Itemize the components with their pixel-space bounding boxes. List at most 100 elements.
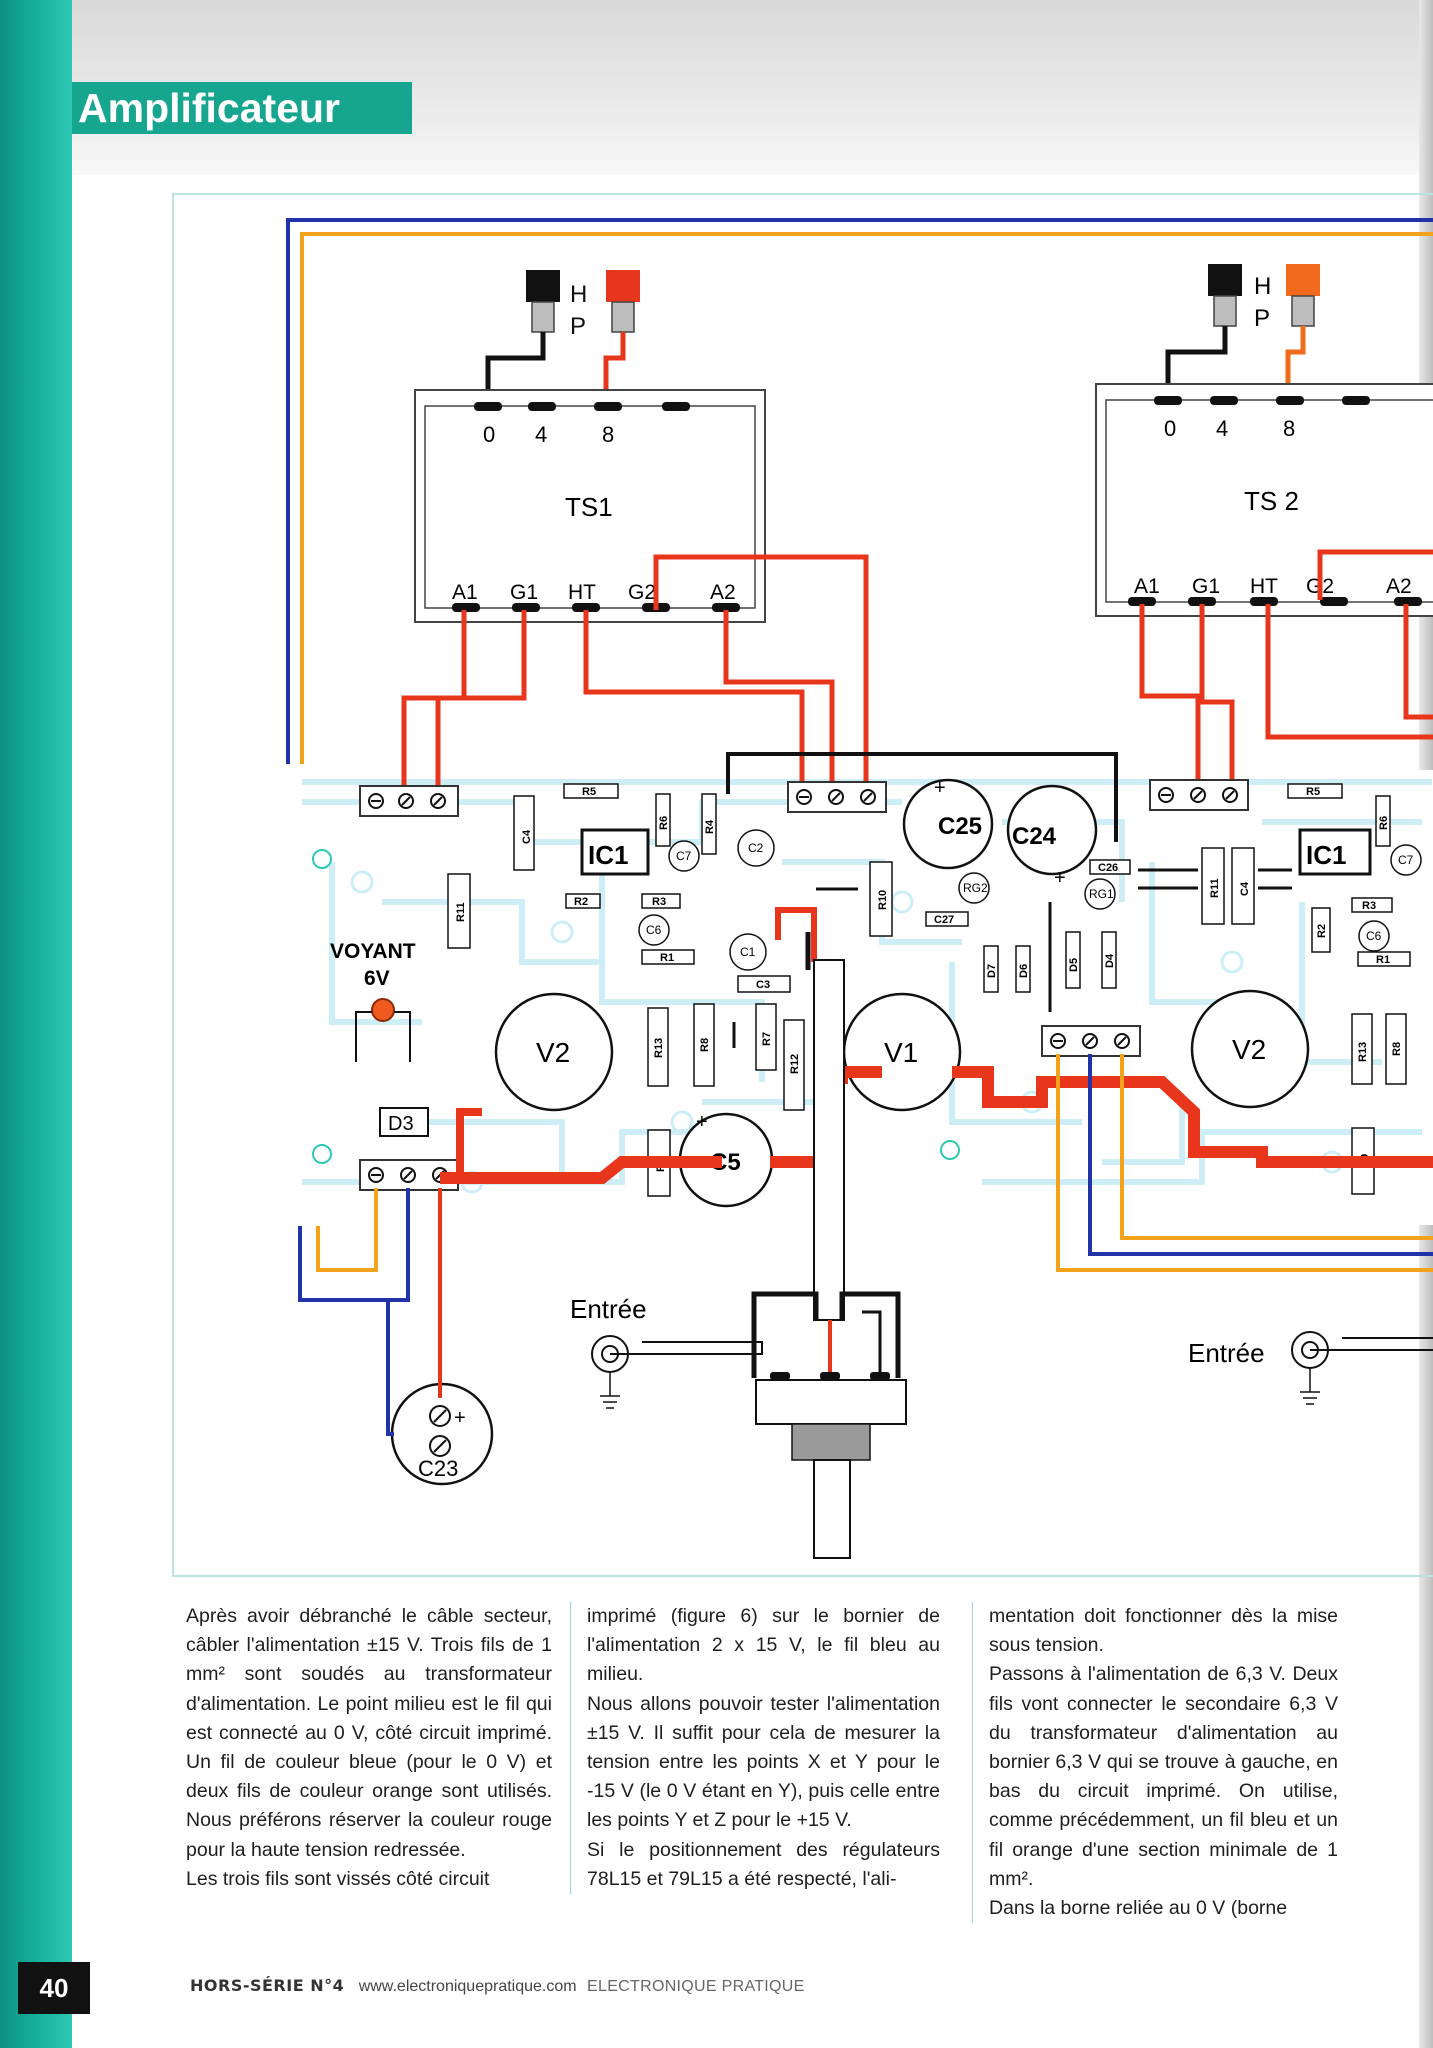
pot-black-wires [862, 1310, 882, 1378]
wiring-diagram-figure: H P 0 4 8 TS1 A1 G1 HT G2 A2 H P [172, 193, 1433, 1577]
resistor-r2-right [1311, 907, 1331, 953]
ic1-label: IC1 [588, 840, 628, 870]
red-wire-pot [775, 907, 817, 962]
tube-v2-left-label: V2 [536, 1037, 570, 1068]
potentiometer-knob-shaft [813, 1459, 851, 1559]
capacitor-c4-label: C4 [521, 829, 533, 844]
resistor-r2 [565, 893, 601, 909]
capacitor-c6-label: C6 [646, 923, 662, 937]
ts2-pin-ht: HT [1250, 575, 1278, 598]
tube-v2-right [1190, 989, 1310, 1109]
ts1-pin-a2: A2 [710, 581, 736, 604]
capacitor-c6 [638, 914, 670, 946]
capacitor-c7-right [1390, 844, 1422, 876]
ts2-output-wires [1139, 549, 1433, 792]
mounting-hole [312, 849, 332, 869]
resistor-r5 [563, 783, 619, 799]
resistor-r7-label: R7 [761, 1032, 773, 1046]
resistor-r1-right [1357, 951, 1411, 967]
ts1-tap-4: 4 [535, 422, 547, 447]
hp-red-wire-right [1285, 326, 1306, 400]
resistor-r3-right-label: R3 [1362, 900, 1376, 912]
resistor-r3-label: R3 [652, 896, 666, 908]
article-column-2: imprimé (figure 6) sur le bornier de l'a… [570, 1602, 940, 1895]
hp-red-terminal [611, 301, 635, 333]
hp-black-terminal-right [1208, 264, 1242, 296]
black-wire-ht [726, 752, 1118, 842]
issue-label: HORS-SÉRIE N°4 [190, 1976, 345, 1995]
ts1-pin-ht: HT [568, 581, 596, 604]
resistor-r13-right-label: R13 [1357, 1042, 1369, 1062]
terminal-block [1149, 779, 1249, 811]
ts1-pin-a1: A1 [452, 581, 478, 604]
hp-label-p-right: P [1254, 305, 1270, 332]
terminal-block [787, 781, 887, 813]
resistor-r11-right [1201, 847, 1225, 925]
resistor-r5-label: R5 [582, 786, 596, 798]
potentiometer-body [755, 1379, 907, 1425]
blue-wire-6v [298, 1188, 410, 1302]
ts1-tap-0: 0 [483, 422, 495, 447]
tube-v2-left [494, 992, 614, 1112]
resistor-r11 [447, 873, 471, 949]
diode-d4-label: D4 [1104, 953, 1116, 968]
resistor-r8 [693, 1003, 715, 1087]
regulator-rg2-label: RG2 [963, 881, 988, 895]
tube-v1-label: V1 [884, 1037, 918, 1068]
resistor-r5-right [1287, 783, 1343, 799]
capacitor-c3 [737, 975, 791, 993]
capacitor-c25-label: C25 [938, 813, 982, 840]
paragraph: imprimé (figure 6) sur le bornier de l'a… [587, 1605, 940, 1686]
ic1-chip [580, 828, 650, 876]
regulator-rg2 [958, 872, 990, 904]
ts2-pin-a2: A2 [1386, 575, 1412, 598]
orange-wire-6v [316, 1188, 378, 1272]
ts2-tap-pads [1128, 396, 1422, 606]
ts1-transformer [414, 389, 766, 623]
ts1-tap-8: 8 [602, 422, 614, 447]
plus-sign: + [696, 1111, 708, 1133]
paragraph: mentation doit fonctionner dès la mise s… [989, 1605, 1338, 1657]
capacitor-c7-label: C7 [676, 849, 692, 863]
resistor-r3 [641, 893, 681, 909]
wiring-diagram: H P 0 4 8 TS1 A1 G1 HT G2 A2 H P [285, 218, 1433, 1559]
resistor-r6-right [1375, 795, 1391, 847]
capacitor-c4-right [1231, 847, 1255, 925]
ground-icon [600, 1372, 620, 1409]
paragraph: Nous allons pouvoir tester l'alimentatio… [587, 1692, 940, 1832]
ts2-pin-a1: A1 [1134, 575, 1160, 598]
diode-d6-label: D6 [1018, 964, 1030, 978]
ts1-output-wires [401, 554, 869, 794]
diode-d3-label: D3 [388, 1113, 414, 1135]
paragraph: Les trois fils sont vissés côté circuit [186, 1867, 490, 1890]
left-color-band [0, 0, 72, 2048]
ts2-tap-0: 0 [1164, 416, 1176, 441]
ts1-pin-g2: G2 [628, 581, 656, 604]
capacitor-c4 [513, 795, 535, 871]
resistor-r12-label: R12 [789, 1054, 801, 1074]
website-link[interactable]: www.electroniquepratique.com [358, 1978, 577, 1995]
mounting-hole [940, 1140, 960, 1160]
pot-pins [770, 1372, 890, 1380]
capacitor-c1-label: C1 [740, 945, 756, 959]
plus-sign: + [454, 1407, 466, 1429]
plus-sign: + [934, 777, 946, 799]
resistor-r6-label: R6 [658, 816, 670, 830]
hp-red-wire [603, 332, 626, 406]
capacitor-c6-right-label: C6 [1366, 929, 1382, 943]
paragraph: Dans la borne reliée au 0 V (borne [989, 1897, 1288, 1920]
ht-red-bus [440, 1066, 1433, 1184]
ts2-label: TS 2 [1244, 486, 1299, 516]
page-footer: HORS-SÉRIE N°4 www.electroniquepratique.… [190, 1976, 805, 1996]
terminal-block [359, 785, 459, 817]
capacitor-c27-label: C27 [934, 914, 954, 926]
capacitor-c23-label: C23 [418, 1456, 458, 1481]
input-cable [610, 1341, 763, 1355]
ground-icon [1300, 1368, 1320, 1405]
diode-d4 [1101, 931, 1117, 989]
blue-wire-top [286, 218, 1433, 764]
capacitor-c4-right-label: C4 [1239, 881, 1251, 896]
hp-label-h-right: H [1254, 273, 1271, 300]
diode-d3 [379, 1107, 429, 1137]
article-body: Après avoir débranché le câble secteur, … [186, 1602, 1358, 1924]
